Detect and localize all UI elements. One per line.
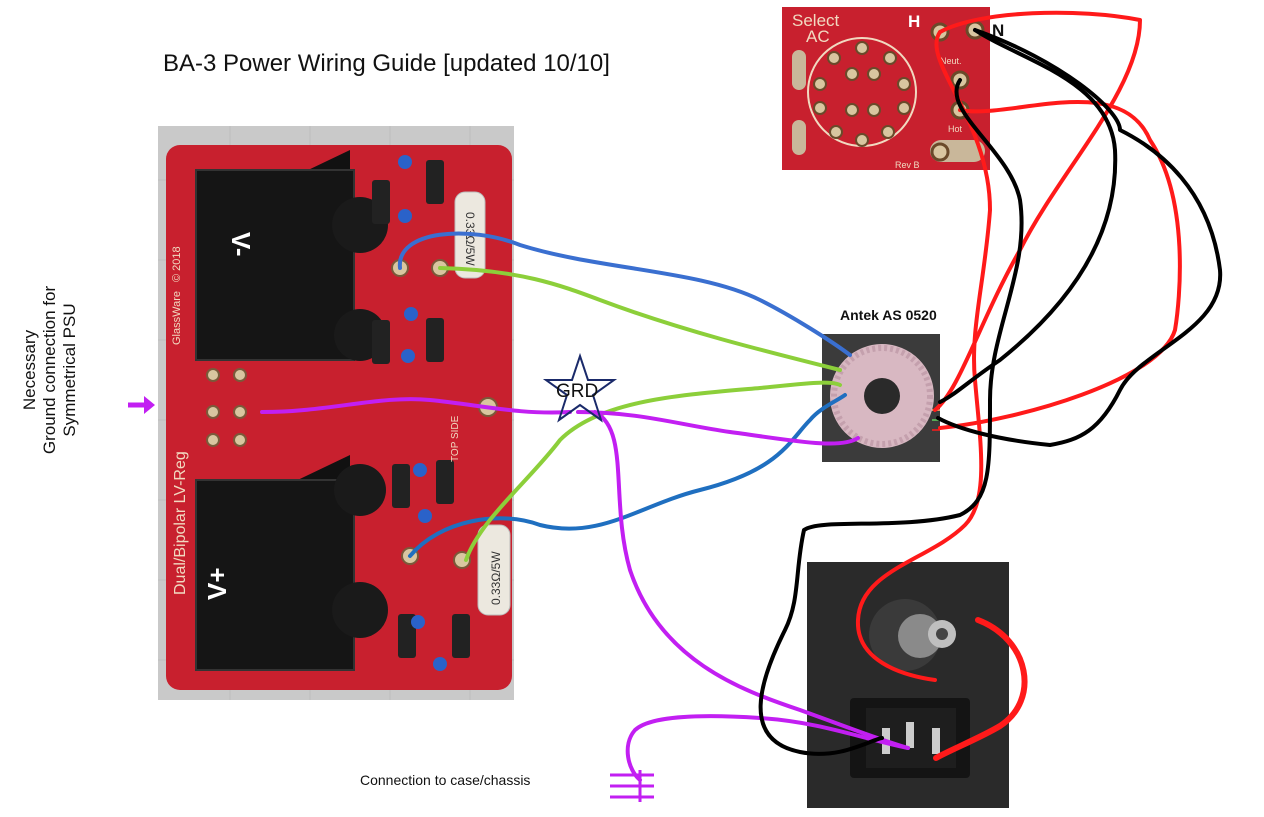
pcb-copyright: © 2018 [171,246,183,282]
wire-black-2 [938,28,1118,404]
hot-letter: H [908,12,920,31]
pcb-top-side: TOP SIDE [450,415,461,462]
wire-red-3 [855,30,992,682]
ground-star-icon [542,352,618,423]
wire-red-2 [938,99,1182,430]
iec-inlet-panel [807,562,1009,808]
wire-red-inlet [933,617,1028,761]
wire-green-top [438,266,842,372]
wire-purple-chassis [625,714,910,782]
wire-green-bottom [464,380,842,562]
hot-label: Hot [948,124,963,134]
ac-select-ac-label: AC [806,27,830,46]
v-minus-regulator: V- [195,150,355,361]
v-minus-label: V- [226,232,256,257]
wire-purple-gnd [260,397,572,415]
transformer-label: Antek AS 0520 [840,307,937,323]
regulator-pcb: V- V+ 0.33Ω/5W 0.33Ω/5W [158,126,514,700]
wire-purple-earth [593,410,910,750]
chassis-ground-icon [610,770,654,802]
neutral-letter: N [992,21,1004,40]
wire-blue-top [397,231,852,357]
ground-arrow-icon [128,396,155,414]
ground-label: GRD [556,381,599,402]
wires [260,10,1223,782]
resistor-bottom-label: 0.33Ω/5W [489,551,503,605]
v-plus-regulator: V+ [195,455,355,671]
rev-label: Rev B [895,160,920,170]
ac-select-board: Select AC H N Neut. Hot Rev B [782,7,1004,170]
wire-purple-ct [576,410,860,446]
ac-select-label: Select [792,11,840,30]
wire-black-1 [936,28,1223,447]
chassis-label: Connection to case/chassis [360,772,531,788]
resistor-top-label: 0.33Ω/5W [463,212,477,266]
neutral-label: Neut. [940,56,962,66]
wire-black-3 [758,78,1024,756]
page-title: BA-3 Power Wiring Guide [updated 10/10] [163,50,610,77]
v-plus-label: V+ [202,567,232,600]
pcb-board-name: Dual/Bipolar LV-Reg [172,451,189,595]
pcb-brand: GlassWare [171,291,183,345]
